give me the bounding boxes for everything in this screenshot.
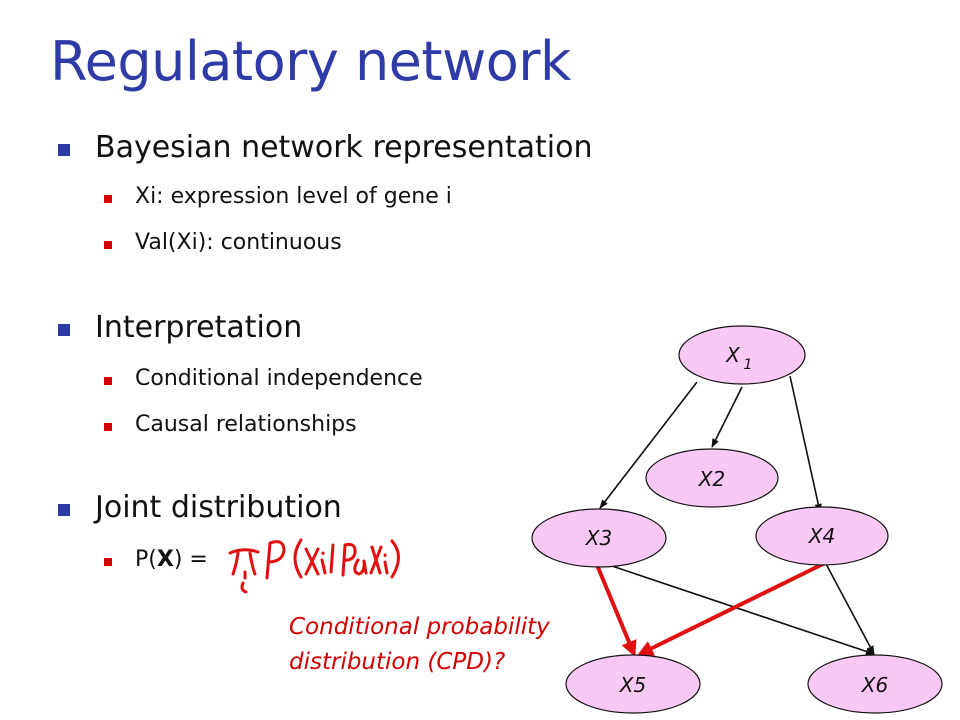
bullet-label: Joint distribution (95, 490, 342, 525)
svg-text:X3: X3 (585, 526, 612, 550)
node-x3: X3 (531, 508, 667, 568)
edge-x3-x5-highlight (595, 564, 637, 657)
edge-x4-x6 (824, 561, 875, 655)
edge-x1-x4 (789, 375, 822, 513)
formula-text: P(X) = (135, 547, 208, 572)
sub-bullet-square-icon (104, 558, 112, 566)
svg-text:X6: X6 (861, 673, 888, 697)
bullet-label: Interpretation (95, 310, 303, 345)
node-x1: X 1 (678, 325, 806, 385)
svg-text:1: 1 (744, 357, 753, 373)
sub-bullet-label: Xi: expression level of gene i (135, 184, 452, 209)
bullet-square-icon (58, 504, 70, 516)
sub-bullet-square-icon (104, 423, 112, 431)
svg-text:X5: X5 (619, 673, 646, 697)
cpd-annotation: Conditional probability distribution (CP… (289, 610, 550, 680)
node-x4: X4 (755, 506, 889, 566)
svg-text:X: X (725, 343, 741, 367)
sub-bullet-square-icon (104, 241, 112, 249)
cpd-annotation-line2: distribution (CPD)? (289, 649, 506, 675)
cpd-annotation-line1: Conditional probability (289, 614, 550, 640)
formula-bold-x: X (156, 547, 174, 572)
svg-text:X2: X2 (698, 467, 725, 491)
sub-bullet-label: Causal relationships (135, 412, 357, 437)
sub-bullet-label: Val(Xi): continuous (135, 230, 342, 255)
bullet-square-icon (58, 324, 70, 336)
edge-x1-x3 (599, 381, 698, 509)
node-x6: X6 (807, 654, 943, 714)
sub-bullet-square-icon (104, 377, 112, 385)
node-x2: X2 (645, 448, 779, 508)
svg-text:X4: X4 (808, 524, 835, 548)
handwritten-formula (228, 538, 400, 594)
edge-x1-x2 (711, 386, 743, 448)
node-x5: X5 (565, 654, 701, 714)
sub-bullet-label: Conditional independence (135, 366, 423, 391)
edge-x4-x5-highlight (637, 561, 826, 656)
bullet-square-icon (58, 144, 70, 156)
sub-bullet-square-icon (104, 195, 112, 203)
bullet-label: Bayesian network representation (95, 130, 593, 165)
slide-title: Regulatory network (50, 30, 571, 93)
